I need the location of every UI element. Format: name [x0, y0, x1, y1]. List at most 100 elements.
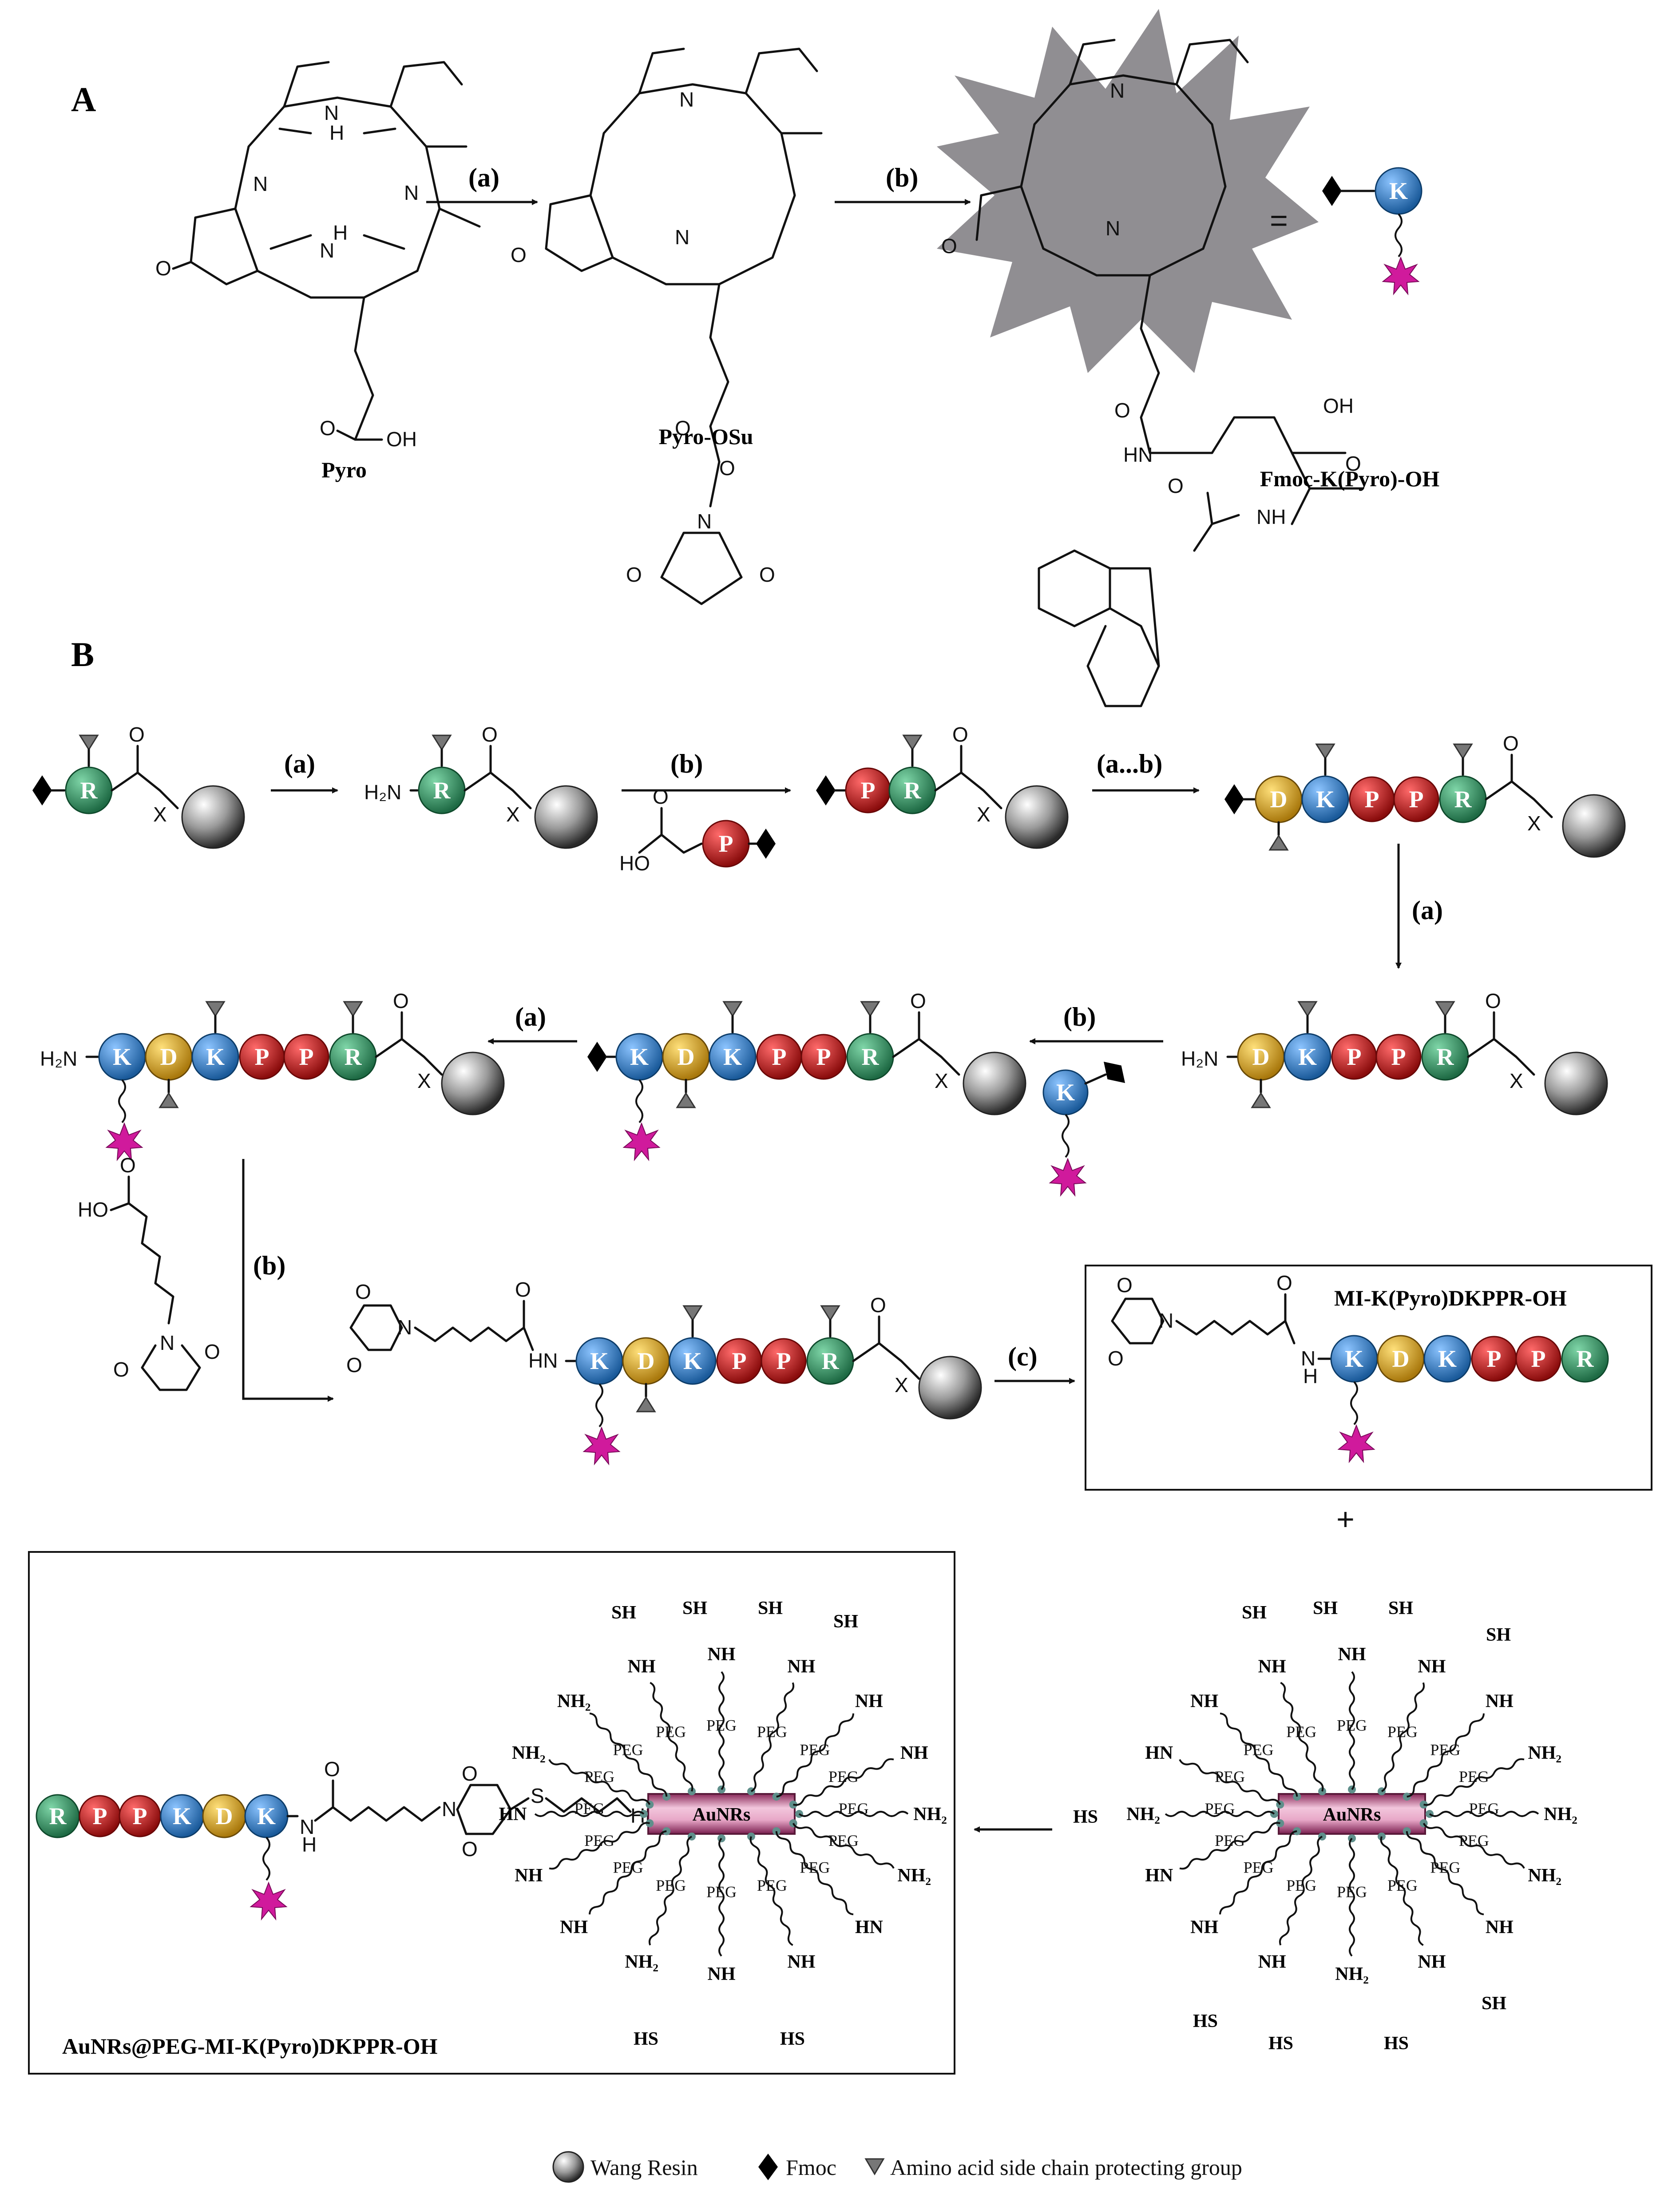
svg-text:O: O: [324, 1758, 340, 1781]
svg-text:R: R: [822, 1348, 840, 1374]
fmoc-k-pyro-structure: N N O O HN OH O NH O: [937, 9, 1364, 707]
peg-label: PEG: [1337, 1717, 1367, 1734]
peg-chain: [1423, 1758, 1525, 1806]
thiol-group: SH: [833, 1611, 858, 1632]
down-step-a: (a): [1412, 896, 1443, 925]
svg-text:P: P: [777, 1348, 791, 1374]
svg-text:P: P: [1487, 1345, 1502, 1372]
svg-text:K: K: [683, 1348, 702, 1374]
terminal-group: NH: [1486, 1691, 1514, 1711]
svg-text:N: N: [1159, 1309, 1173, 1332]
peg-chain: [798, 1811, 909, 1817]
svg-text:HN: HN: [528, 1349, 558, 1372]
svg-text:X: X: [895, 1373, 908, 1397]
svg-text:O: O: [113, 1358, 129, 1381]
svg-text:O: O: [355, 1280, 371, 1303]
svg-text:R: R: [1577, 1345, 1594, 1372]
aunr-unmodified: AuNRs: [1278, 1793, 1426, 1835]
row2-fmoc-k-pyro-dkppr-resin: K D K P P R O X: [587, 989, 1026, 1160]
equals-sign: =: [1270, 203, 1288, 238]
step-a-label: (a): [468, 163, 499, 192]
svg-text:N: N: [160, 1331, 174, 1354]
svg-text:H: H: [1303, 1365, 1318, 1388]
svg-text:O: O: [1503, 732, 1519, 755]
row2-step-b: (b): [1063, 1002, 1096, 1032]
terminal-group: NH: [1338, 1644, 1366, 1665]
svg-text:O: O: [626, 563, 642, 586]
terminal-group: NH₂: [1544, 1804, 1577, 1825]
svg-text:O: O: [1117, 1274, 1133, 1297]
peg-chain: [749, 1836, 793, 1946]
peg-chain: [1429, 1811, 1539, 1817]
terminal-group: NH: [1258, 1952, 1286, 1972]
svg-text:K: K: [1316, 786, 1335, 813]
terminal-group: NH: [900, 1743, 928, 1763]
svg-text:R: R: [345, 1043, 362, 1070]
terminal-group: NH: [560, 1917, 588, 1938]
thiol-group: HS: [634, 2029, 658, 2049]
peg-label: PEG: [584, 1768, 614, 1785]
row1-fmoc-r-resin: R O X: [32, 723, 245, 849]
peg-label: PEG: [1387, 1723, 1418, 1741]
thiol-group: SH: [611, 1603, 636, 1623]
product-name: MI-K(Pyro)DKPPR-OH: [1334, 1286, 1567, 1310]
terminal-group: NH₂: [557, 1691, 591, 1711]
peg-chain: [1279, 1836, 1323, 1946]
peg-chain: [589, 1830, 667, 1915]
svg-text:H: H: [329, 121, 344, 144]
terminal-group: NH: [1486, 1917, 1514, 1938]
svg-text:O: O: [1168, 474, 1184, 497]
svg-text:P: P: [816, 1043, 831, 1070]
row2-h2n-k-pyro-dkppr-resin: H₂N K D K P P R O X: [40, 989, 505, 1160]
peg-label: PEG: [1215, 1768, 1245, 1785]
terminal-group: NH: [1190, 1917, 1218, 1938]
peg-chain: [792, 1823, 895, 1869]
peg-chain: [750, 1682, 795, 1792]
terminal-group: HN: [1145, 1865, 1173, 1886]
svg-text:O: O: [320, 417, 336, 440]
aunrs-label-right: AuNRs: [1323, 1805, 1381, 1825]
svg-text:O: O: [129, 723, 145, 746]
svg-text:K: K: [113, 1043, 131, 1070]
row3-arrow-b: [242, 1159, 334, 1402]
terminal-group: NH: [708, 1644, 736, 1665]
svg-text:H: H: [302, 1833, 317, 1856]
peg-label: PEG: [1459, 1832, 1489, 1849]
svg-text:P: P: [255, 1043, 269, 1070]
svg-text:R: R: [80, 777, 98, 804]
terminal-group: NH: [855, 1691, 883, 1711]
peg-chain: [1349, 1671, 1355, 1790]
svg-text:O: O: [1276, 1271, 1292, 1294]
svg-text:O: O: [346, 1353, 362, 1377]
svg-text:P: P: [861, 777, 876, 804]
svg-text:O: O: [515, 1278, 531, 1301]
svg-text:K: K: [630, 1043, 649, 1070]
peg-chain: [1381, 1682, 1425, 1792]
svg-text:P: P: [93, 1803, 107, 1829]
svg-text:O: O: [120, 1154, 136, 1177]
svg-text:P: P: [1347, 1043, 1362, 1070]
row1-h2n-r-resin: H₂N R O X: [364, 723, 598, 849]
peg-chain: [549, 1822, 650, 1870]
svg-text:P: P: [133, 1803, 147, 1829]
svg-text:O: O: [719, 456, 735, 480]
svg-text:OH: OH: [386, 428, 417, 451]
svg-text:O: O: [952, 723, 968, 746]
svg-text:R: R: [904, 777, 922, 804]
terminal-group: HN: [1145, 1743, 1173, 1763]
peg-chain: [1406, 1831, 1484, 1916]
svg-text:P: P: [732, 1348, 747, 1374]
peg-chain: [589, 1712, 668, 1797]
peg-chain: [1422, 1823, 1525, 1869]
svg-text:K: K: [173, 1803, 191, 1829]
peg-label: PEG: [1387, 1877, 1418, 1894]
step-b-label: (b): [886, 163, 918, 192]
svg-text:O: O: [462, 1762, 478, 1785]
peg-label: PEG: [800, 1741, 830, 1758]
svg-text:O: O: [1114, 399, 1130, 422]
svg-text:N: N: [675, 226, 689, 249]
terminal-group: NH: [787, 1952, 815, 1972]
peg-label: PEG: [1469, 1800, 1499, 1817]
thiol-group: HS: [780, 2029, 805, 2049]
